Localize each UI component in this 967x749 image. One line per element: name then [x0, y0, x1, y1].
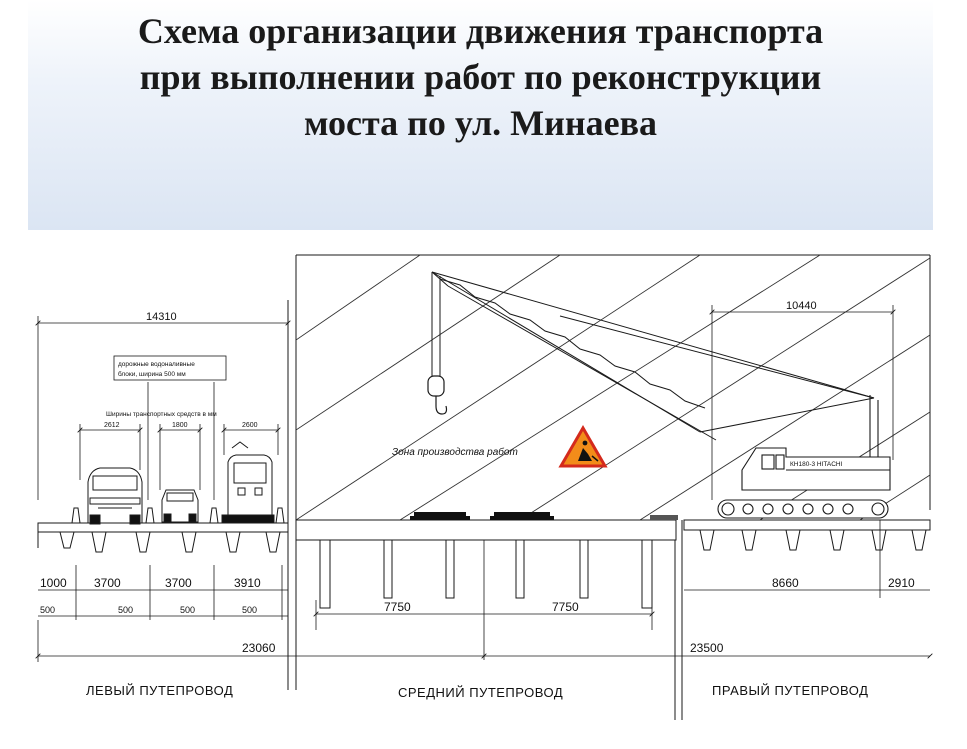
dim-500-b: 500	[118, 605, 133, 615]
dim-2600: 2600	[242, 422, 258, 429]
deck-equipment	[410, 512, 554, 520]
crane-boom	[431, 271, 875, 441]
section-label-right: ПРАВЫЙ ПУТЕПРОВОД	[712, 683, 868, 698]
road-works-warning-icon	[558, 425, 608, 468]
dim-2612: 2612	[104, 422, 120, 429]
section-borders	[287, 254, 931, 720]
deck-plate	[650, 515, 678, 520]
dim-23060: 23060	[242, 641, 276, 655]
crane-model-label: КН180-3 HITACHI	[790, 461, 843, 468]
dim-1000: 1000	[40, 576, 67, 590]
dim-3910: 3910	[234, 576, 261, 590]
dim-500-a: 500	[40, 605, 55, 615]
dim-3700-a: 3700	[94, 576, 121, 590]
dim-500-c: 500	[180, 605, 195, 615]
vehicle-widths-note: Ширины транспортных средств в мм	[106, 411, 217, 418]
dim-7750-b: 7750	[552, 600, 579, 614]
left-viaduct-beams	[37, 531, 281, 553]
dim-23500: 23500	[690, 641, 724, 655]
bridge-decks	[37, 519, 931, 541]
barrier-note-line-1: дорожные водоналивные	[118, 361, 195, 368]
middle-viaduct-girders	[319, 540, 653, 609]
dim-8660: 8660	[772, 576, 799, 590]
dim-1800: 1800	[172, 422, 188, 429]
dim-14310: 14310	[146, 311, 177, 323]
section-label-middle: СРЕДНИЙ ПУТЕПРОВОД	[398, 685, 563, 700]
dimension-lines	[38, 305, 930, 662]
tram-icon	[221, 441, 275, 524]
dim-7750-a: 7750	[384, 600, 411, 614]
dim-10440: 10440	[786, 300, 817, 312]
title-line-3: моста по ул. Минаева	[303, 103, 658, 143]
crane-hook-icon	[427, 375, 448, 415]
dim-500-d: 500	[242, 605, 257, 615]
crawler-crane	[717, 395, 891, 519]
title-line-1: Схема организации движения транспорта	[137, 11, 824, 51]
truck-icon	[87, 467, 143, 525]
right-viaduct-beams	[699, 529, 927, 551]
barrier-note-line-2: блоки, ширина 500 мм	[118, 370, 186, 378]
title-line-2: при выполнении работ по реконструкции	[139, 57, 822, 97]
car-icon	[161, 489, 199, 523]
dim-3700-b: 3700	[165, 576, 192, 590]
water-barrier-blocks	[71, 507, 285, 524]
barrier-note-box	[113, 355, 227, 381]
dim-2910: 2910	[888, 576, 915, 590]
slide-title: Схема организации движения транспорта пр…	[28, 8, 933, 146]
section-label-left: ЛЕВЫЙ ПУТЕПРОВОД	[86, 683, 233, 698]
title-band	[28, 0, 933, 230]
work-zone-label: Зона производства работ	[392, 446, 518, 458]
